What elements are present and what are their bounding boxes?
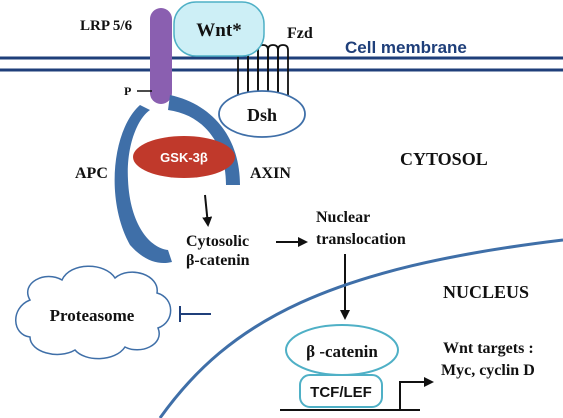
cytosol-label: CYTOSOL xyxy=(400,149,488,169)
apc-protein xyxy=(114,105,172,264)
dsh-protein xyxy=(218,90,306,138)
nuclear-label-line2: translocation xyxy=(316,231,406,248)
wnt-targets-line1: Wnt targets : xyxy=(443,340,534,357)
axin-label: AXIN xyxy=(250,165,291,182)
axin-protein xyxy=(168,95,240,185)
tcf-lef-box xyxy=(299,374,383,408)
proteasome-cloud xyxy=(15,265,172,360)
wnt-targets-line2: Myc, cyclin D xyxy=(441,362,535,379)
wnt-label: Wnt* xyxy=(196,20,241,41)
transcription-arrow xyxy=(399,377,434,410)
nucleus-label: NUCLEUS xyxy=(443,282,529,302)
phosphate-label: P xyxy=(124,84,131,98)
wnt-ligand xyxy=(173,1,265,57)
gsk3b-protein xyxy=(133,136,235,178)
cell-membrane-label: Cell membrane xyxy=(345,38,467,57)
nuclear-beta-catenin-label: β -catenin xyxy=(306,342,378,361)
nuclear-envelope xyxy=(158,238,563,418)
lrp-label: LRP 5/6 xyxy=(80,18,133,34)
cytosolic-label-line1: Cytosolic xyxy=(186,233,249,250)
nuclear-label-line1: Nuclear xyxy=(316,209,370,226)
tcf-lef-label: TCF/LEF xyxy=(310,384,372,401)
fzd-label: Fzd xyxy=(287,25,313,42)
lrp-receptor xyxy=(150,8,172,104)
dsh-label: Dsh xyxy=(247,105,277,125)
arrow-complex-to-cytosolic xyxy=(202,194,213,227)
gsk3b-label: GSK-3β xyxy=(160,150,208,165)
apc-label: APC xyxy=(75,165,108,182)
proteasome-label: Proteasome xyxy=(50,306,135,325)
cytosolic-label-line2: β-catenin xyxy=(186,252,250,269)
